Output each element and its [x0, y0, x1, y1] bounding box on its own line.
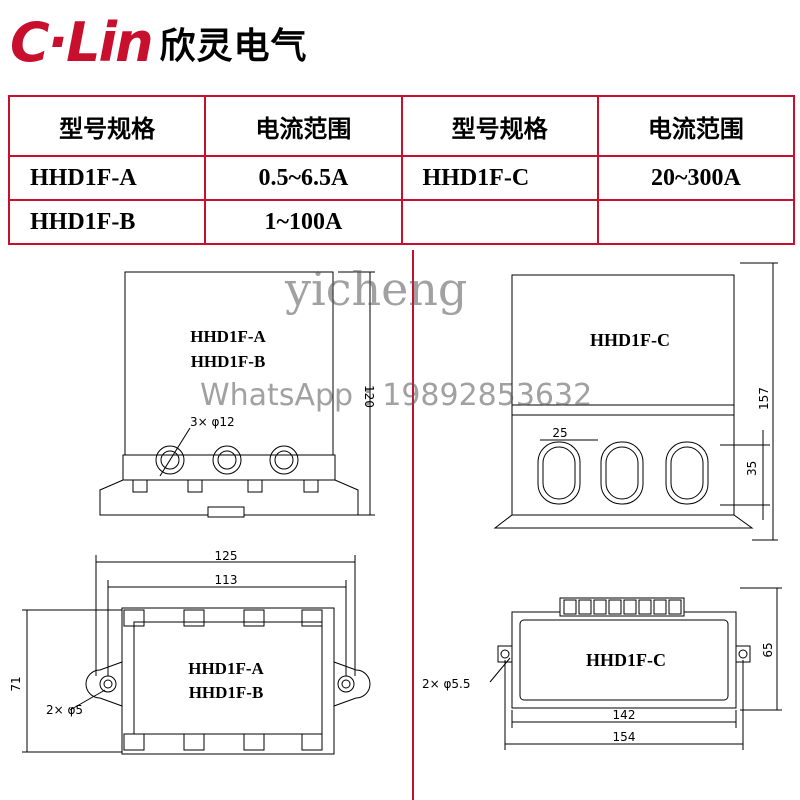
cell-model: HHD1F-B	[7, 199, 207, 245]
front-ab-label-1: HHD1F-A	[190, 327, 266, 346]
spec-table: 型号规格 电流范围 型号规格 电流范围 HHD1F-A 0.5~6.5A HHD…	[7, 95, 796, 245]
dim-height-top-ab: 71	[9, 676, 23, 691]
cell-empty	[596, 199, 796, 245]
front-view-c	[493, 262, 778, 541]
front-view-ab	[99, 271, 375, 518]
dim-width-outer-ab: 125	[215, 549, 238, 563]
cable-holes	[155, 445, 299, 475]
dim-width-inner-ab: 113	[215, 573, 238, 587]
oval-cable-holes	[537, 441, 709, 505]
cell-model: HHD1F-A	[7, 155, 207, 201]
top-c-label: HHD1F-C	[586, 650, 666, 670]
cell-model: HHD1F-C	[400, 155, 599, 201]
front-c-label: HHD1F-C	[590, 330, 670, 350]
header-model-2: 型号规格	[400, 95, 599, 157]
dim-height-c: 157	[757, 387, 771, 410]
watermark-contact: WhatsApp : 19892853632	[200, 378, 593, 413]
front-ab-label-2: HHD1F-B	[191, 352, 266, 371]
dim-35: 35	[745, 461, 759, 476]
top-view-ab	[22, 555, 371, 755]
logo-mark: C·Lin	[10, 11, 154, 74]
watermark-brand: yicheng	[285, 262, 468, 316]
table-row: HHD1F-B 1~100A	[7, 199, 796, 245]
terminal-blocks-ab	[123, 609, 323, 751]
dim-25: 25	[552, 426, 567, 440]
hole-callout-ab: 3× φ12	[190, 415, 235, 429]
logo-company-name: 欣灵电气	[159, 26, 308, 67]
hole-callout-top-ab: 2× φ5	[46, 703, 83, 717]
header-range-2: 电流范围	[596, 95, 796, 157]
top-view-c	[489, 587, 782, 750]
cell-range: 20~300A	[596, 155, 796, 201]
dim-height-top-c: 65	[761, 642, 775, 657]
dim-width-inner-c: 142	[613, 708, 636, 722]
dim-height-ab: 120	[362, 385, 376, 408]
terminal-strip-c	[559, 597, 685, 617]
cell-range: 0.5~6.5A	[204, 155, 403, 201]
top-ab-label-1: HHD1F-A	[188, 659, 264, 678]
brand-logo: C·Lin 欣灵电气	[10, 12, 308, 74]
table-row: HHD1F-A 0.5~6.5A HHD1F-C 20~300A	[7, 155, 796, 201]
top-ab-label-2: HHD1F-B	[189, 683, 264, 702]
table-header-row: 型号规格 电流范围 型号规格 电流范围	[7, 95, 796, 157]
header-model-1: 型号规格	[7, 95, 207, 157]
dim-width-outer-c: 154	[613, 730, 636, 744]
cell-range: 1~100A	[204, 199, 403, 245]
hole-callout-top-c: 2× φ5.5	[422, 677, 471, 691]
cell-empty	[400, 199, 599, 245]
terminal-screws	[132, 479, 319, 493]
header-range-1: 电流范围	[204, 95, 403, 157]
